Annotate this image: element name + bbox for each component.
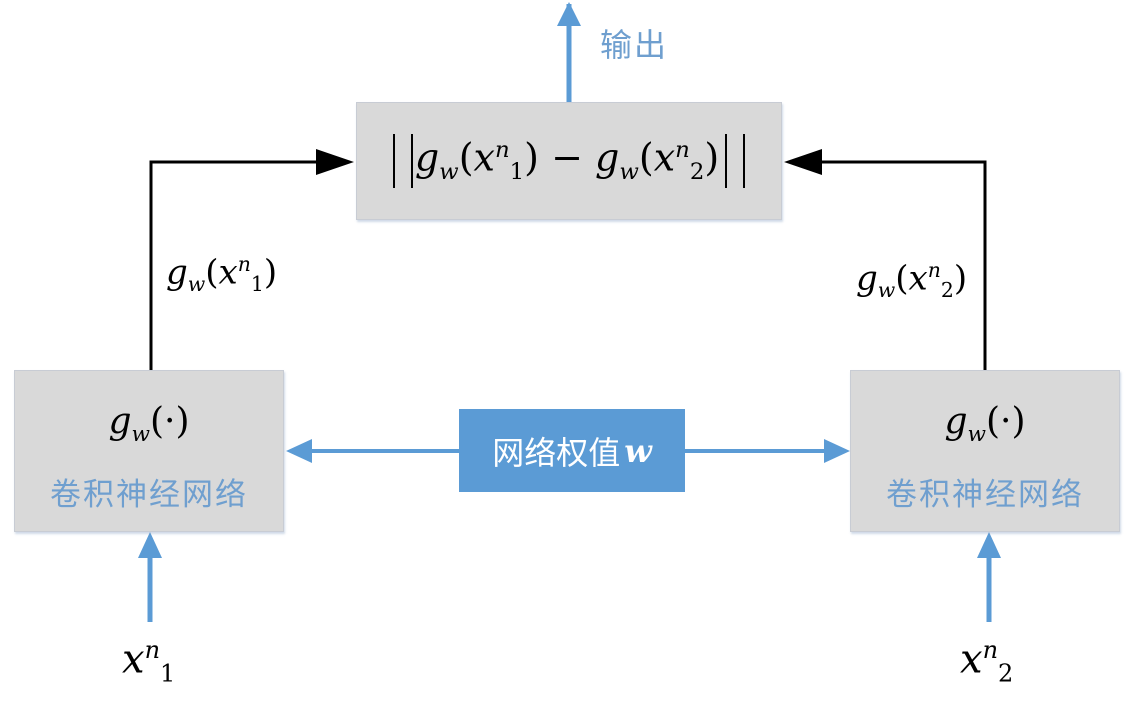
right-network-function: gw(·): [944, 401, 1026, 448]
right-connector: [820, 160, 987, 370]
weights-arrow-right-head: [824, 439, 850, 463]
left-network-box: gw(·) 卷积神经网络: [14, 370, 284, 532]
input-right-label: xn2: [960, 636, 1014, 688]
output-label: 输出: [600, 26, 669, 64]
distance-formula: gw(xn1) − gw(xn2): [391, 134, 747, 188]
input-left-label: xn1: [122, 636, 176, 688]
shared-weights-label: 网络权值: [492, 433, 621, 472]
input-arrow-left-head: [138, 532, 162, 558]
left-network-function: gw(·): [108, 401, 190, 448]
left-edge-label: gw(xn1): [166, 252, 278, 297]
left-connector-head: [316, 149, 354, 175]
output-arrow-head: [557, 2, 581, 26]
weights-arrow-left-head: [286, 439, 312, 463]
norm-bar-left: [392, 134, 413, 188]
right-network-label: 卷积神经网络: [886, 477, 1084, 513]
left-network-label: 卷积神经网络: [50, 477, 248, 513]
distance-box: gw(xn1) − gw(xn2): [356, 102, 782, 220]
right-connector-head: [784, 149, 822, 175]
input-arrow-right-head: [977, 532, 1001, 558]
right-edge-label: gw(xn2): [856, 258, 968, 303]
shared-weights-symbol: w: [624, 431, 652, 470]
right-network-box: gw(·) 卷积神经网络: [850, 370, 1120, 532]
norm-bar-right: [725, 134, 746, 188]
left-connector: [149, 160, 320, 370]
